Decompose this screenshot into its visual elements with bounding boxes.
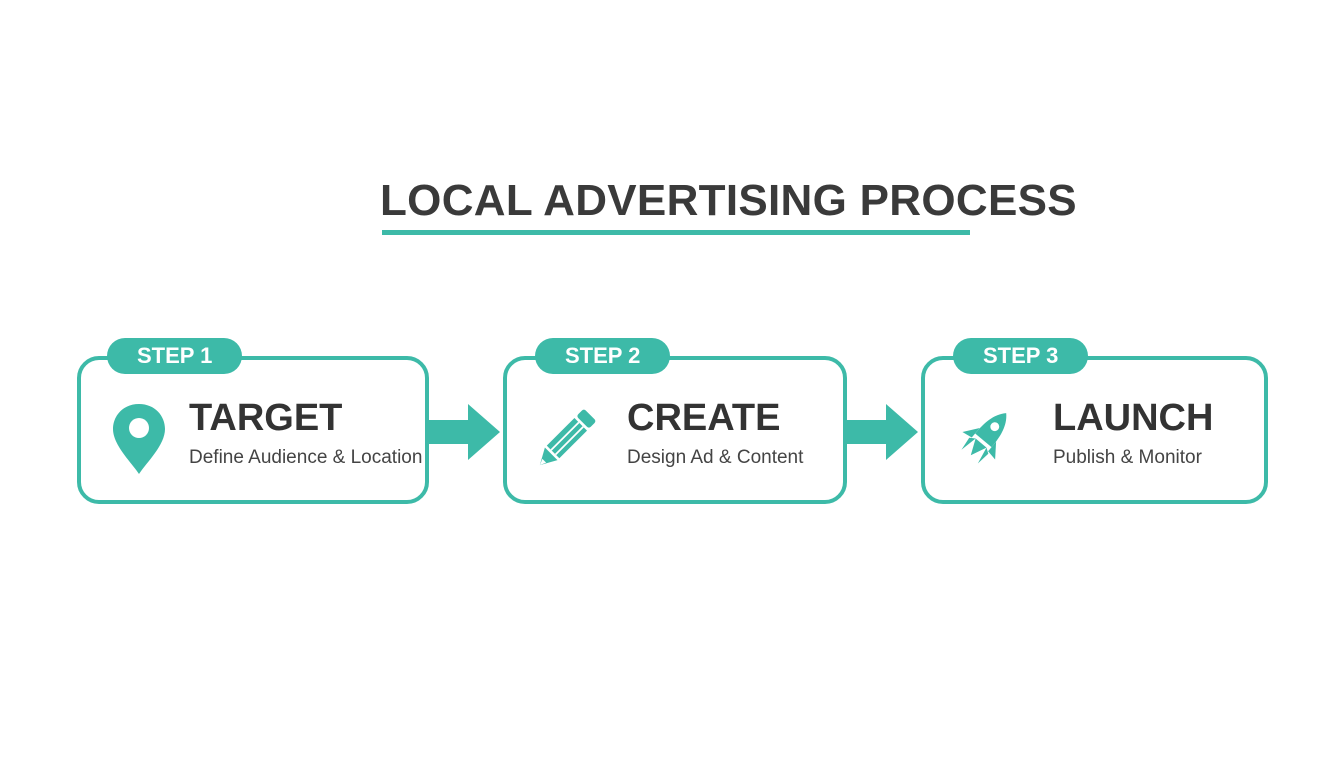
step-badge: STEP 1	[107, 338, 243, 374]
step-description: Publish & Monitor	[1053, 447, 1202, 468]
title-underline	[382, 230, 970, 235]
step-description: Define Audience & Location	[189, 447, 423, 468]
step-card-create: STEP 2 CREATE Design Ad & Content	[503, 338, 847, 504]
step-card-target: STEP 1 TARGET Define Audience & Location	[77, 338, 429, 504]
map-pin-icon	[107, 400, 171, 480]
rocket-icon	[953, 398, 1017, 478]
page-title: LOCAL ADVERTISING PROCESS	[380, 176, 1077, 225]
flow-arrow-right-icon	[846, 404, 918, 460]
step-badge: STEP 2	[535, 338, 671, 374]
step-title: TARGET	[189, 397, 343, 439]
flow-arrow-right-icon	[428, 404, 500, 460]
step-title: LAUNCH	[1053, 397, 1214, 439]
step-card-launch: STEP 3 LAUNCH Publish & Monitor	[921, 338, 1268, 504]
step-description: Design Ad & Content	[627, 447, 804, 468]
step-title: CREATE	[627, 397, 781, 439]
step-badge: STEP 3	[953, 338, 1089, 374]
pencil-icon	[533, 400, 597, 480]
